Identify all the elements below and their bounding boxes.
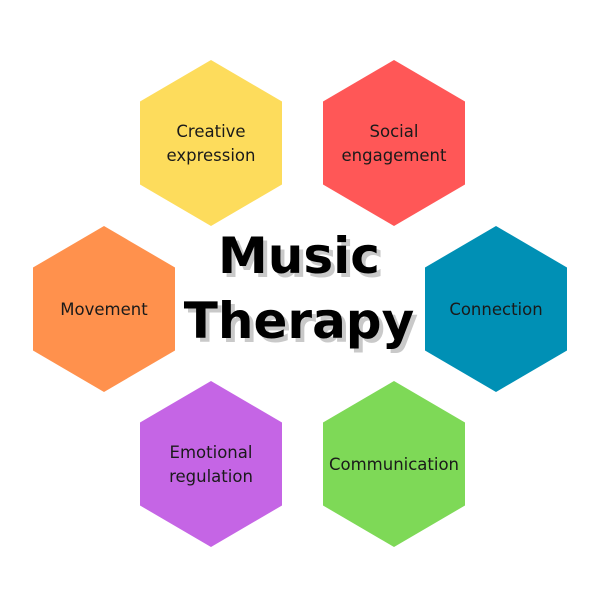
hexagon-label: Emotional — [170, 443, 253, 462]
hexagon-movement: Movement — [33, 226, 175, 392]
hexagon-label: Connection — [449, 300, 542, 319]
hexagon-label: engagement — [342, 146, 448, 165]
hexagon-social-engagement: Social engagement — [323, 60, 465, 226]
title-line2: Therapy — [184, 292, 414, 350]
hexagon-label: regulation — [169, 467, 253, 486]
hexagon-shape — [323, 381, 465, 547]
title-line2-shadow: Therapy — [188, 296, 418, 354]
hexagon-emotional-regulation: Emotional regulation — [140, 381, 282, 547]
hexagon-creative-expression: Creative expression — [140, 60, 282, 226]
hexagon-shape — [140, 381, 282, 547]
hexagon-label: Creative — [176, 122, 245, 141]
hexagon-label: Communication — [329, 455, 459, 474]
diagram-title: Music Music Therapy Therapy — [184, 227, 418, 354]
hexagon-shape — [425, 226, 567, 392]
hexagon-label: Movement — [60, 300, 148, 319]
hexagon-shape — [323, 60, 465, 226]
title-line1-shadow: Music — [222, 231, 384, 289]
title-line1: Music — [218, 227, 380, 285]
hexagon-label: Social — [370, 122, 419, 141]
hexagon-shape — [33, 226, 175, 392]
hexagon-label: expression — [166, 146, 255, 165]
hexagon-shape — [140, 60, 282, 226]
hexagon-group: Creative expression Social engagementMoveme… — [33, 60, 567, 547]
hexagon-connection: Connection — [425, 226, 567, 392]
hexagon-communication: Communication — [323, 381, 465, 547]
